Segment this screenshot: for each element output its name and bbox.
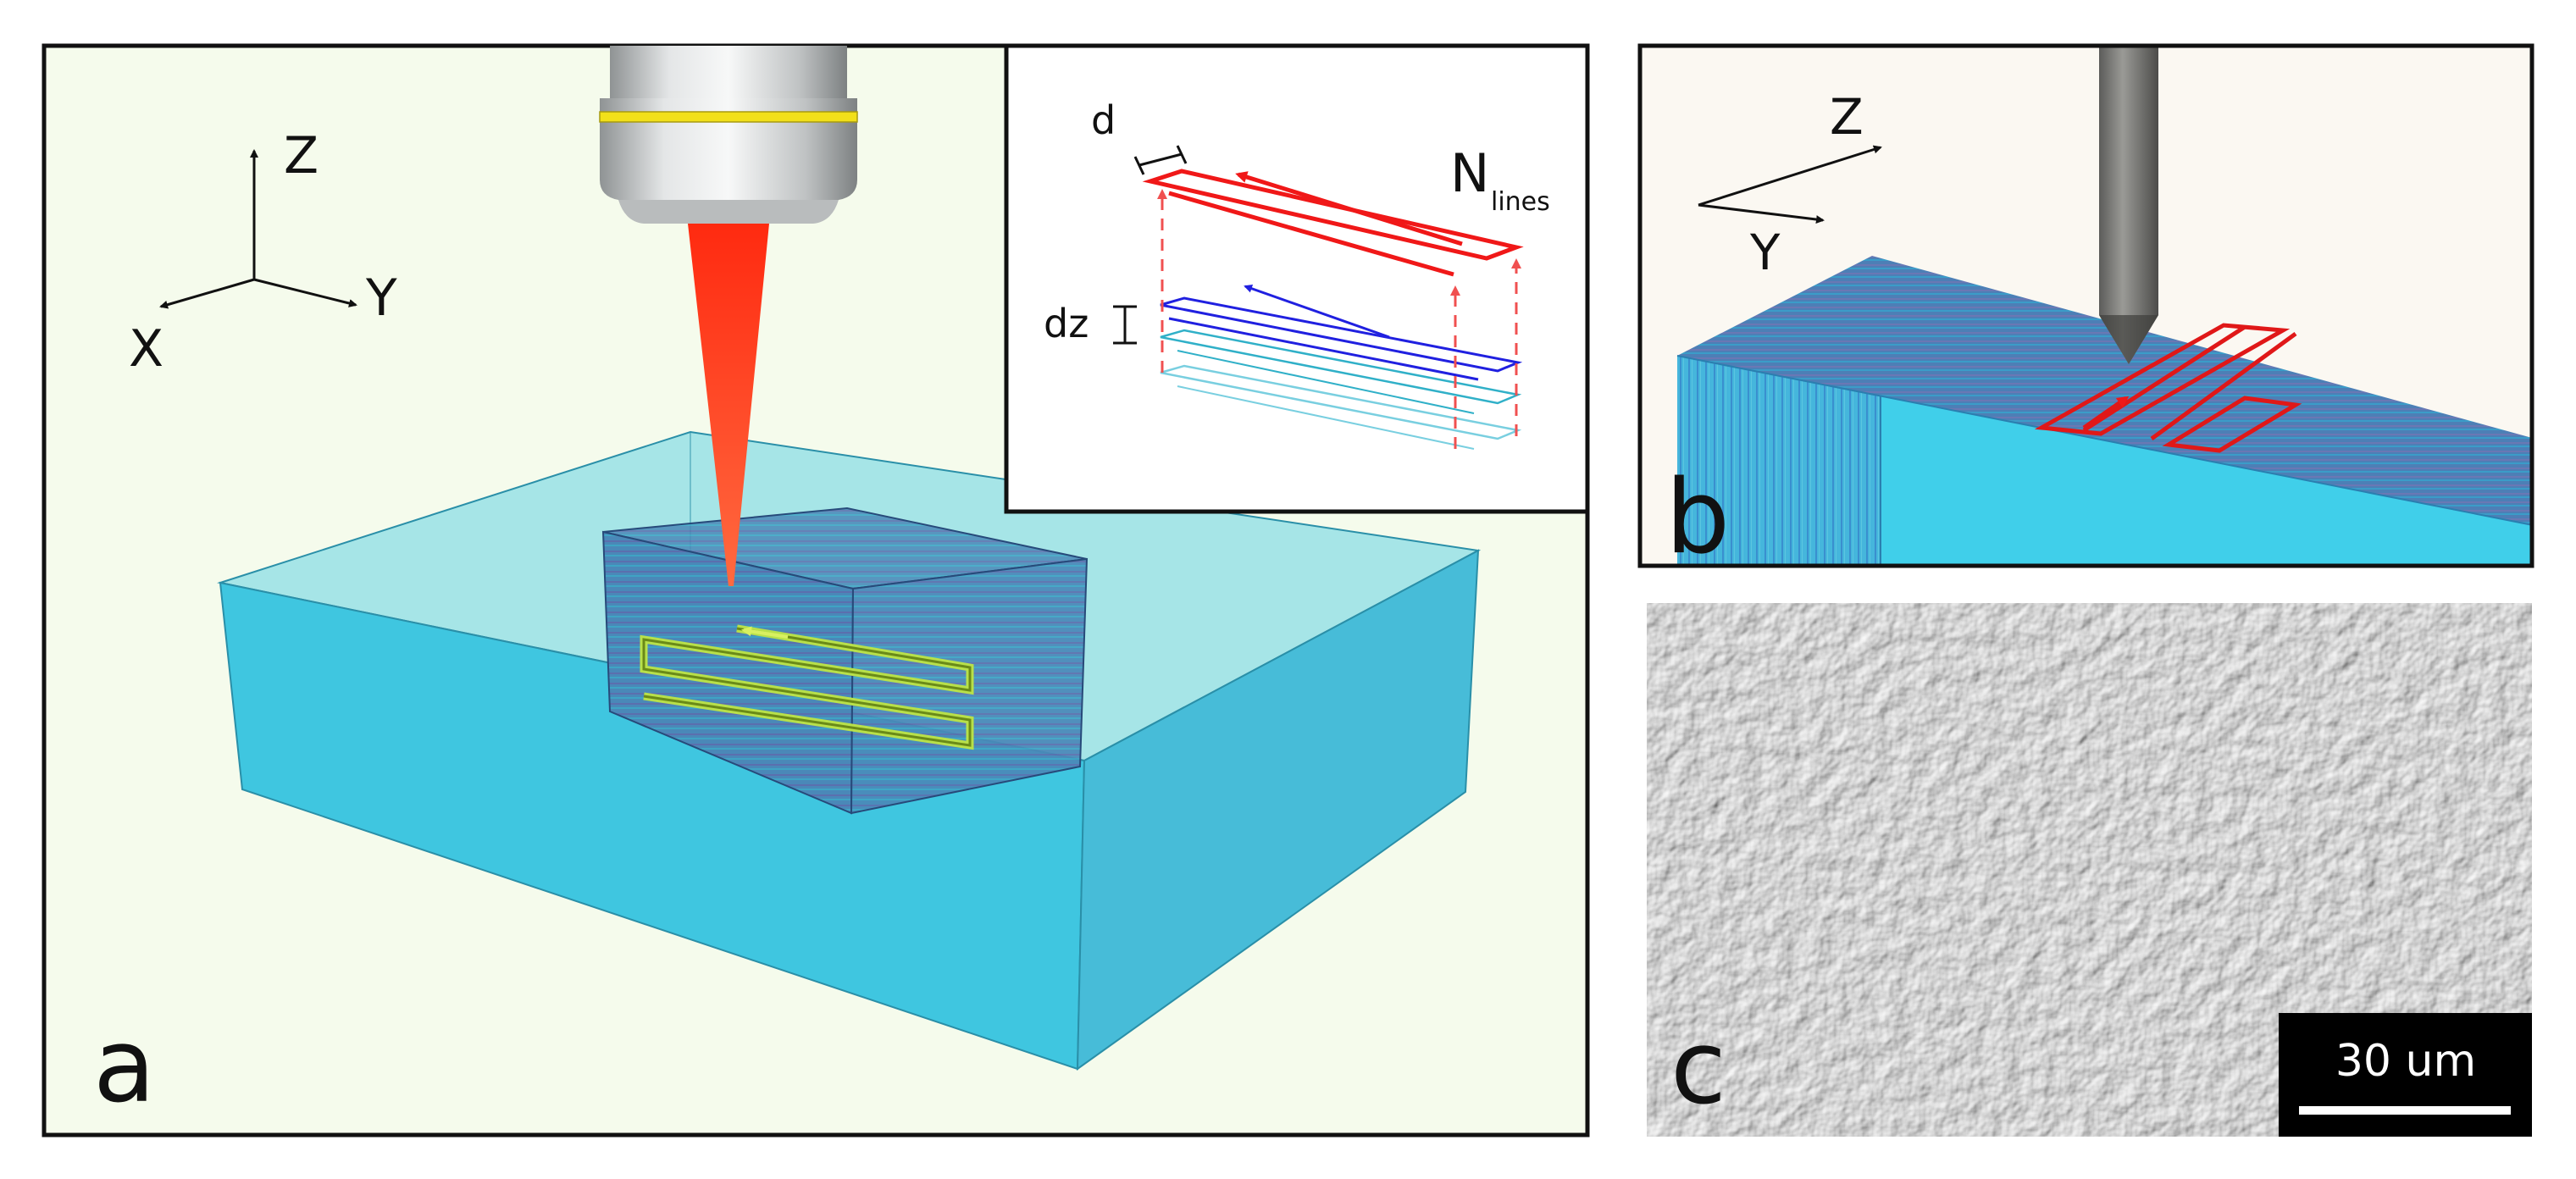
scale-bar-label: 30 um bbox=[2335, 1036, 2476, 1087]
panel-b-block-side bbox=[1677, 356, 1881, 566]
scale-bar-box bbox=[2279, 1013, 2532, 1137]
path-start-arrow bbox=[741, 626, 789, 639]
inset-dz-bracket bbox=[1113, 305, 1137, 345]
laser-scan-path bbox=[640, 624, 974, 750]
inset-frame bbox=[1004, 43, 1590, 514]
panel-b-frame bbox=[1637, 43, 2534, 568]
objective-yellow-ring bbox=[599, 111, 858, 123]
inset-blue-arrow bbox=[1244, 284, 1390, 339]
panel-b-y-label: Y bbox=[1749, 224, 1781, 281]
panel-b-y-axis-arrow bbox=[1698, 203, 1825, 224]
objective-upper-barrel bbox=[610, 46, 847, 98]
panel-b-label: b bbox=[1665, 459, 1730, 577]
inset-scan-schematic: d dz N lines bbox=[1004, 43, 1590, 514]
inset-d-label: d bbox=[1091, 97, 1116, 143]
written-structure bbox=[601, 506, 1089, 815]
panel-b-z-label: Z bbox=[1830, 88, 1864, 146]
panel-b-axes bbox=[1698, 145, 1882, 224]
inset-cyan-loop-1 bbox=[1160, 329, 1522, 405]
inset-blue-loop bbox=[1160, 296, 1523, 373]
inset-cyan-loop-2 bbox=[1160, 364, 1522, 440]
inset-n-subscript: lines bbox=[1491, 187, 1550, 217]
inset-dz-label: dz bbox=[1044, 301, 1089, 346]
panel-a-label: a bbox=[93, 1008, 156, 1126]
panel-c: 30 um c bbox=[1647, 603, 2532, 1137]
panel-a-axes bbox=[159, 149, 357, 309]
laser-beam bbox=[688, 224, 769, 586]
glass-block bbox=[217, 430, 1482, 1071]
objective-tip bbox=[618, 200, 839, 224]
panel-c-label: c bbox=[1670, 1010, 1726, 1127]
block-right-face bbox=[1076, 549, 1480, 1071]
y-axis-arrow bbox=[253, 278, 357, 307]
panel-b-block-front bbox=[1677, 356, 2532, 566]
z-axis-label: Z bbox=[284, 126, 319, 185]
inset-d-bracket bbox=[1133, 145, 1188, 175]
y-axis-label: Y bbox=[365, 268, 397, 328]
x-axis-label: X bbox=[129, 319, 163, 379]
inset-red-return-line bbox=[1168, 191, 1454, 277]
panel-b-z-axis-arrow bbox=[1698, 145, 1882, 207]
objective-body bbox=[600, 98, 857, 200]
panel-b-scan-path bbox=[2034, 323, 2302, 453]
inset-n-label: N bbox=[1450, 142, 1489, 204]
x-axis-arrow bbox=[159, 278, 255, 309]
inset-red-arrow bbox=[1235, 171, 1463, 246]
objective-lens bbox=[599, 46, 858, 224]
panel-b: Z Y b bbox=[1637, 43, 2534, 577]
panel-b-beam-needle bbox=[2099, 46, 2158, 364]
inset-red-loop bbox=[1142, 169, 1524, 261]
panel-a: Z Y X bbox=[42, 43, 1590, 1137]
panel-b-scan-arrow bbox=[2082, 396, 2130, 430]
scale-bar-line bbox=[2299, 1106, 2511, 1115]
